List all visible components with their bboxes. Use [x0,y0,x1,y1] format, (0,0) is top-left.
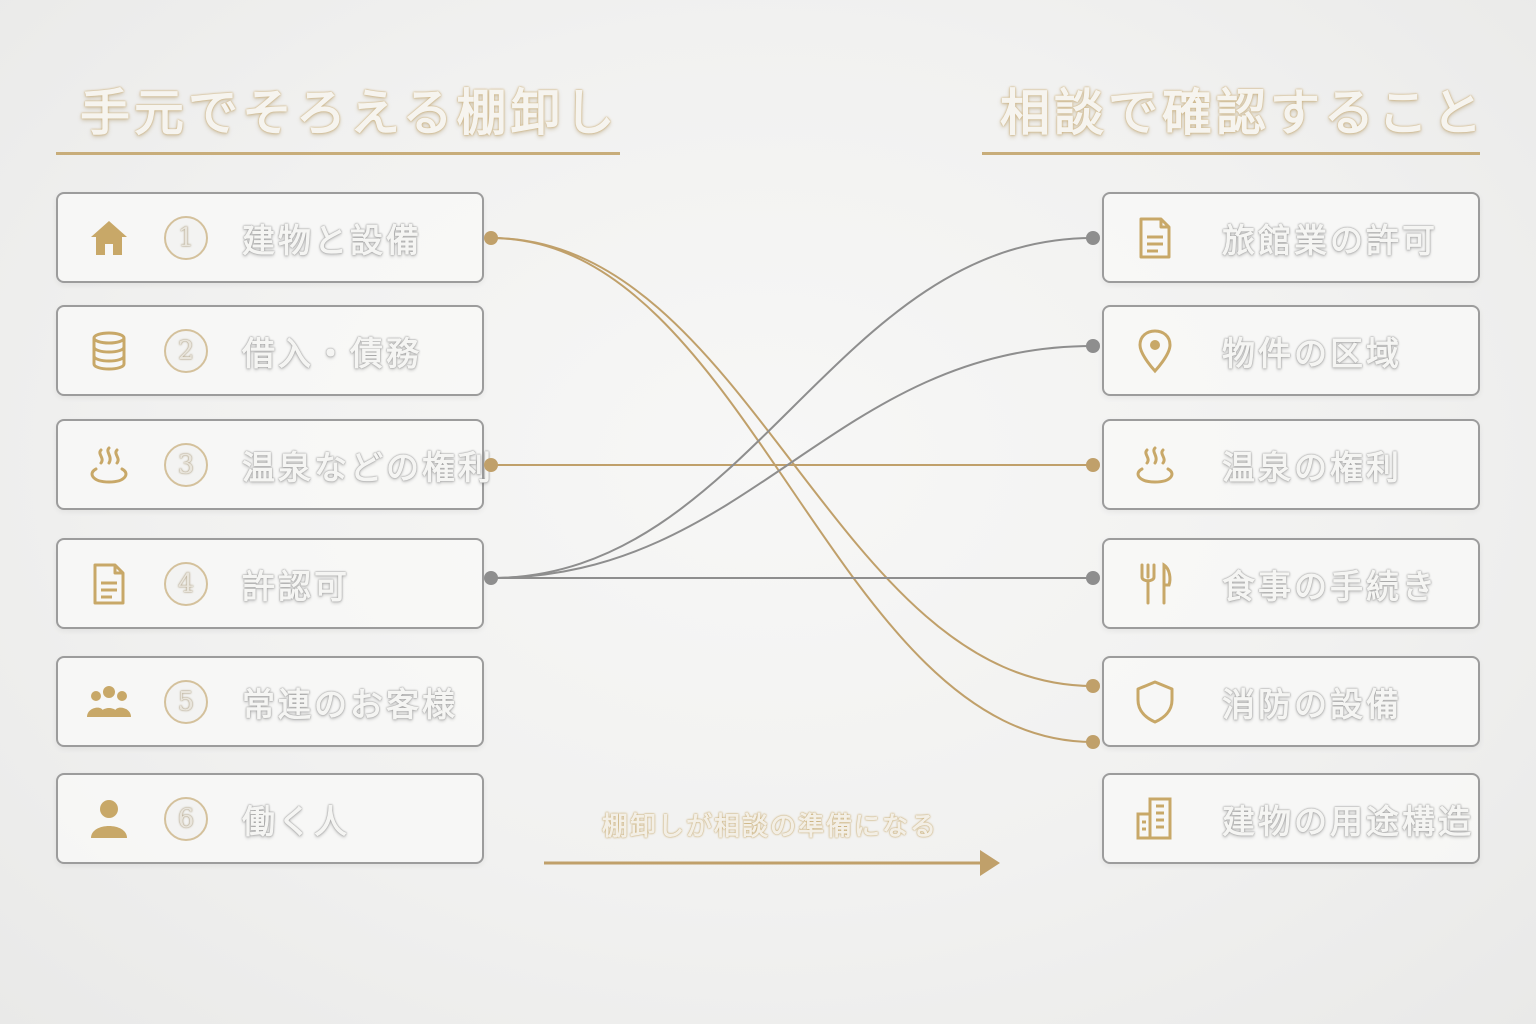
inventory-item-regular-guests: 5 常連のお客様 [56,656,484,747]
right-heading: 相談で確認すること [1000,83,1486,142]
right-heading-rule [982,152,1480,155]
consult-item-fire-equipment: 消防の設備 [1102,656,1480,747]
connector-line-4 [490,237,1094,579]
house-icon [86,215,132,261]
item-number: 6 [164,796,208,841]
consult-item-inn-permit: 旅館業の許可 [1102,192,1480,283]
arrow-right-icon [544,850,1000,876]
document-icon [1132,215,1178,261]
inventory-item-licenses: 4 許認可 [56,538,484,629]
connector-line-1 [490,237,1094,687]
item-label: 消防の設備 [1222,684,1402,724]
item-label: 働く人 [242,801,350,841]
document-icon [86,561,132,607]
group-icon [86,679,132,725]
item-number: 2 [164,328,208,373]
consult-item-food-procedures: 食事の手続き [1102,538,1480,629]
item-label: 物件の区域 [1222,333,1402,373]
person-icon [86,796,132,842]
fork-knife-icon [1132,561,1178,607]
item-label: 常連のお客様 [242,684,458,724]
consult-item-hot-spring-rights: 温泉の権利 [1102,419,1480,510]
item-number: 3 [164,442,208,487]
connector-dot-right [1086,571,1100,585]
item-label: 建物と設備 [242,220,422,260]
inventory-item-staff: 6 働く人 [56,773,484,864]
building-icon [1132,796,1178,842]
item-label: 建物の用途構造 [1222,801,1474,841]
connector-dot-left [484,571,498,585]
map-pin-icon [1132,328,1178,374]
connector-dot-right [1086,339,1100,353]
shield-icon [1132,679,1178,725]
inventory-item-buildings: 1 建物と設備 [56,192,484,283]
item-label: 旅館業の許可 [1222,220,1438,260]
left-heading: 手元でそろえる棚卸し [80,83,619,142]
connector-dot-right [1086,679,1100,693]
database-icon [86,328,132,374]
item-number: 5 [164,679,208,724]
item-label: 許認可 [242,566,350,606]
inventory-item-debts: 2 借入・債務 [56,305,484,396]
connector-dot-right [1086,735,1100,749]
consult-item-building-use: 建物の用途構造 [1102,773,1480,864]
inventory-item-hot-spring-rights: 3 温泉などの権利 [56,419,491,510]
item-label: 借入・債務 [242,333,422,373]
item-number: 1 [164,215,208,260]
connector-dot-right [1086,231,1100,245]
connector-line-5 [490,345,1094,579]
consult-item-property-zone: 物件の区域 [1102,305,1480,396]
connector-line-2 [490,237,1094,743]
item-number: 4 [164,561,208,606]
item-label: 温泉などの権利 [242,447,494,487]
hot-spring-icon [1132,442,1178,488]
connector-dot-right [1086,458,1100,472]
left-heading-rule [56,152,620,155]
item-label: 食事の手続き [1222,566,1438,606]
caption: 棚卸しが相談の準備になる [601,812,938,842]
hot-spring-icon [86,442,132,488]
item-label: 温泉の権利 [1222,447,1402,487]
connector-dot-left [484,231,498,245]
